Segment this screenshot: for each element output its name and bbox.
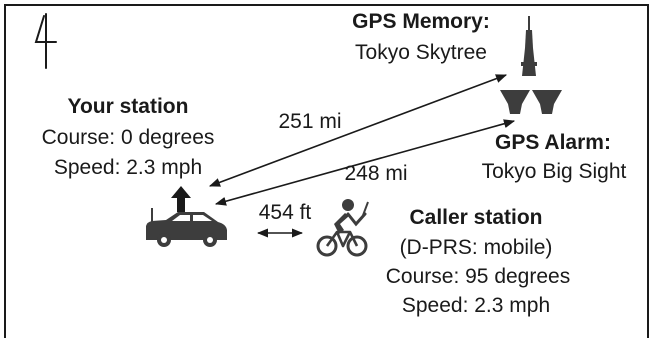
your-station-course: Course: 0 degrees [41,126,215,149]
distance-label-memory: 251 mi [278,110,342,133]
your-station-speed: Speed: 2.3 mph [53,156,203,179]
cyclist-icon [316,199,369,257]
your-station-title: Your station [67,95,189,118]
distance-arrow-alarm [214,119,516,206]
gps-alarm-location: Tokyo Big Sight [481,160,627,183]
frame-right-border [647,4,649,338]
caller-station-type: (D-PRS: mobile) [399,236,553,259]
big-sight-building-icon [500,90,562,114]
distance-label-caller: 454 ft [258,201,312,224]
heading-arrow-icon [171,186,191,212]
distance-label-alarm: 248 mi [344,162,408,185]
caller-station-speed: Speed: 2.3 mph [401,294,551,317]
north-indicator-icon [34,13,57,69]
gps-alarm-title: GPS Alarm: [495,131,611,154]
frame-left-border [4,4,6,338]
frame-top-border [4,4,649,6]
caller-station-title: Caller station [409,206,543,229]
car-icon [146,208,227,247]
caller-station-course: Course: 95 degrees [385,265,571,288]
gps-memory-location: Tokyo Skytree [355,41,487,64]
gps-memory-title: GPS Memory: [352,10,490,33]
skytree-tower-icon [521,16,537,76]
